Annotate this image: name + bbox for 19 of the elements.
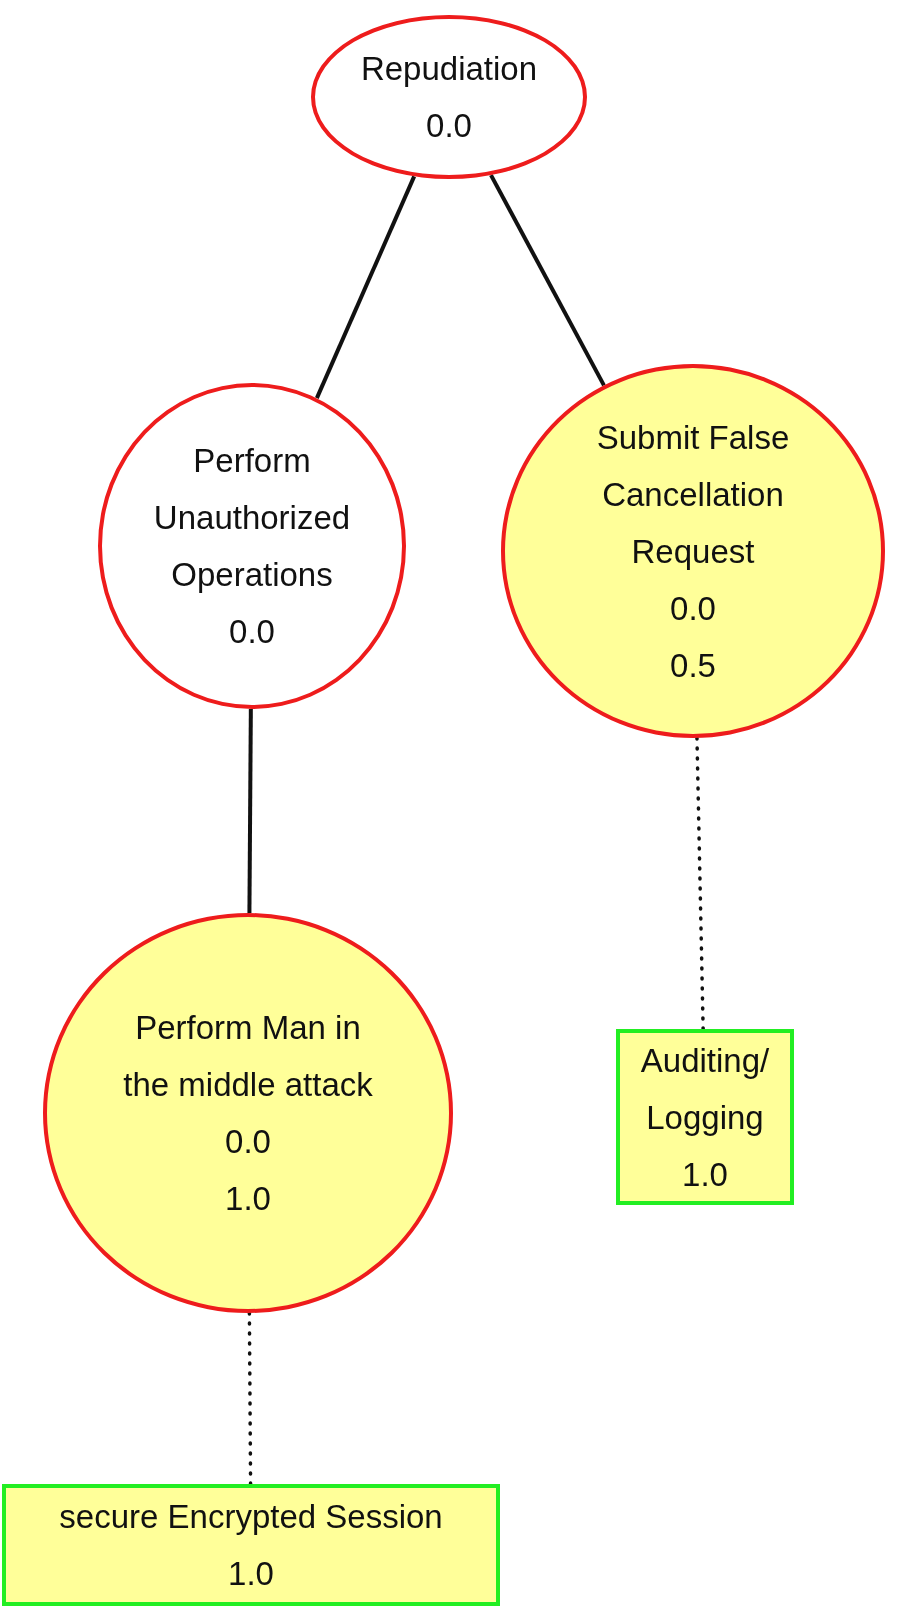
connector-line	[247, 709, 253, 913]
node-title: Submit False Cancellation Request	[595, 417, 791, 572]
node-value: 0.0	[670, 588, 716, 629]
node-value: 1.0	[682, 1154, 728, 1195]
node-title: Repudiation	[360, 49, 538, 89]
node-title: Auditing/ Logging	[639, 1040, 771, 1138]
dotted-line	[695, 736, 705, 1031]
node-value: 1.0	[225, 1179, 271, 1219]
rectangle-node	[616, 1029, 794, 1205]
node-title: secure Encrypted Session	[59, 1497, 443, 1537]
node-title: Perform Man in the middle attack	[122, 1008, 374, 1105]
rectangle-node	[2, 1484, 500, 1606]
dotted-line	[247, 1311, 253, 1486]
node-value: 0.0	[229, 612, 275, 652]
node-value: 0.0	[426, 106, 472, 146]
node-value: 0.5	[670, 645, 716, 686]
node-value: 0.0	[225, 1122, 271, 1162]
node-value: 1.0	[228, 1554, 274, 1594]
node-title: Perform Unauthorized Operations	[152, 441, 352, 595]
